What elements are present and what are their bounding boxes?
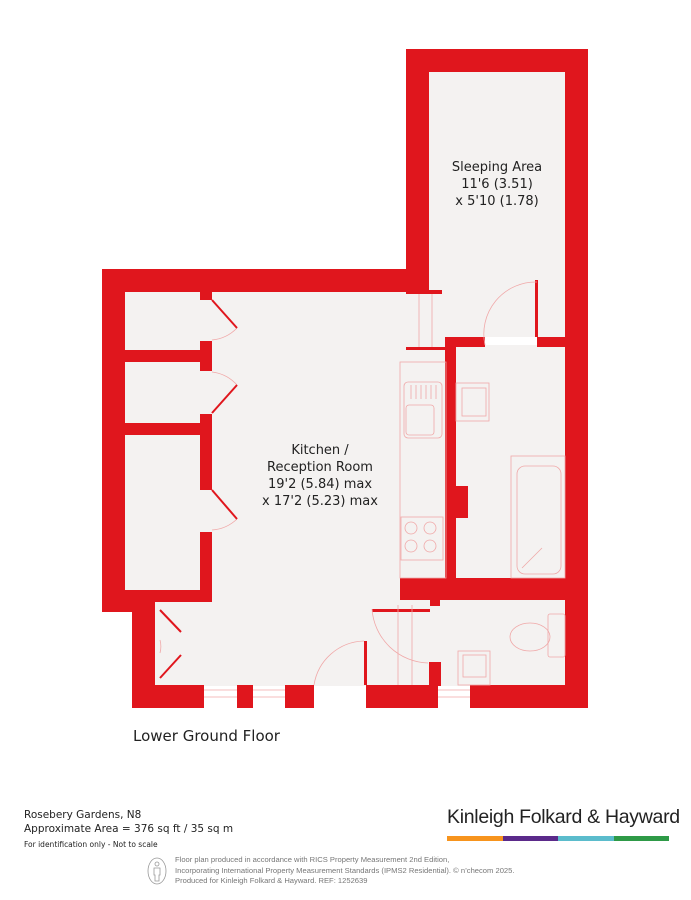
person-icon [147, 857, 167, 885]
room-dimension: 19'2 (5.84) max [267, 477, 373, 492]
room-label-sleeping-area: Sleeping Area 11'6 (3.51) x 5'10 (1.78) [430, 159, 564, 210]
brand-bar-teal [558, 836, 614, 841]
scale-note: For identification only - Not to scale [24, 840, 158, 849]
brand-color-bar [447, 836, 669, 841]
disclaimer-line: Produced for Kinleigh Folkard & Hayward.… [175, 876, 368, 885]
room-dimension: 11'6 (3.51) [461, 177, 533, 192]
room-name: Sleeping Area [451, 160, 543, 175]
room-dimension: x 5'10 (1.78) [455, 194, 539, 209]
disclaimer-line: Floor plan produced in accordance with R… [175, 855, 450, 864]
brand-bar-orange [447, 836, 503, 841]
room-name: Reception Room [267, 460, 373, 475]
brand-bar-purple [502, 836, 558, 841]
room-dimension: x 17'2 (5.23) max [262, 494, 378, 509]
disclaimer-line: Incorporating International Property Mea… [175, 865, 515, 875]
door-leaves [159, 299, 238, 679]
property-address: Rosebery Gardens, N8 [24, 809, 142, 821]
property-info: Rosebery Gardens, N8 Approximate Area = … [24, 808, 233, 852]
property-area: Approximate Area = 376 sq ft / 35 sq m [24, 823, 234, 835]
walls [102, 49, 588, 708]
room-label-kitchen-reception: Kitchen / Reception Room 19'2 (5.84) max… [240, 442, 400, 510]
brand-name: Kinleigh Folkard & Hayward [447, 806, 680, 828]
floor-label: Lower Ground Floor [133, 727, 280, 745]
room-name: Kitchen / [291, 443, 349, 458]
fixtures [159, 281, 566, 698]
floor-plan-drawing [102, 49, 588, 708]
brand-bar-green [613, 836, 669, 841]
disclaimer: Floor plan produced in accordance with R… [175, 855, 514, 887]
floor-areas [125, 72, 565, 686]
